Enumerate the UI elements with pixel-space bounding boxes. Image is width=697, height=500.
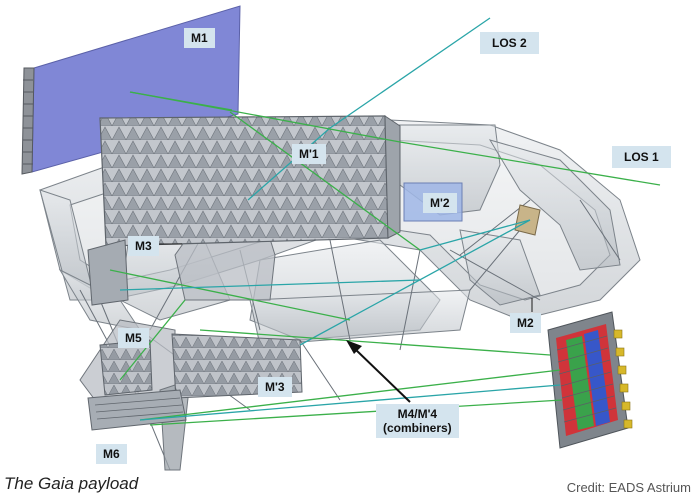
leader-lines [155,243,533,312]
label-m1: M1 [184,28,215,48]
label-m2: M2 [510,313,541,333]
label-los2: LOS 2 [480,32,539,54]
m5-mirror [99,339,153,396]
label-m2-prime: M'2 [423,193,457,213]
label-m6: M6 [96,444,127,464]
m6-mirror [87,389,187,431]
label-combiners-note: (combiners) [383,421,452,435]
m2-mirror [514,204,541,236]
m3-mirror [87,239,129,306]
image-credit: Credit: EADS Astrium [566,480,691,495]
label-m4: M4/M'4 [397,407,438,421]
label-m3-prime: M'3 [258,377,292,397]
label-m3: M3 [128,236,159,256]
label-combiners: M4/M'4 (combiners) [376,404,459,438]
label-m1-prime: M'1 [292,144,326,164]
figure-caption: The Gaia payload [4,474,139,493]
label-m5: M5 [118,328,149,348]
focal-plane-array [547,311,633,449]
combiner-arrow [346,340,411,403]
label-los1: LOS 1 [612,146,671,168]
m1-prime-mirror [99,115,401,247]
light-rays [109,17,661,426]
